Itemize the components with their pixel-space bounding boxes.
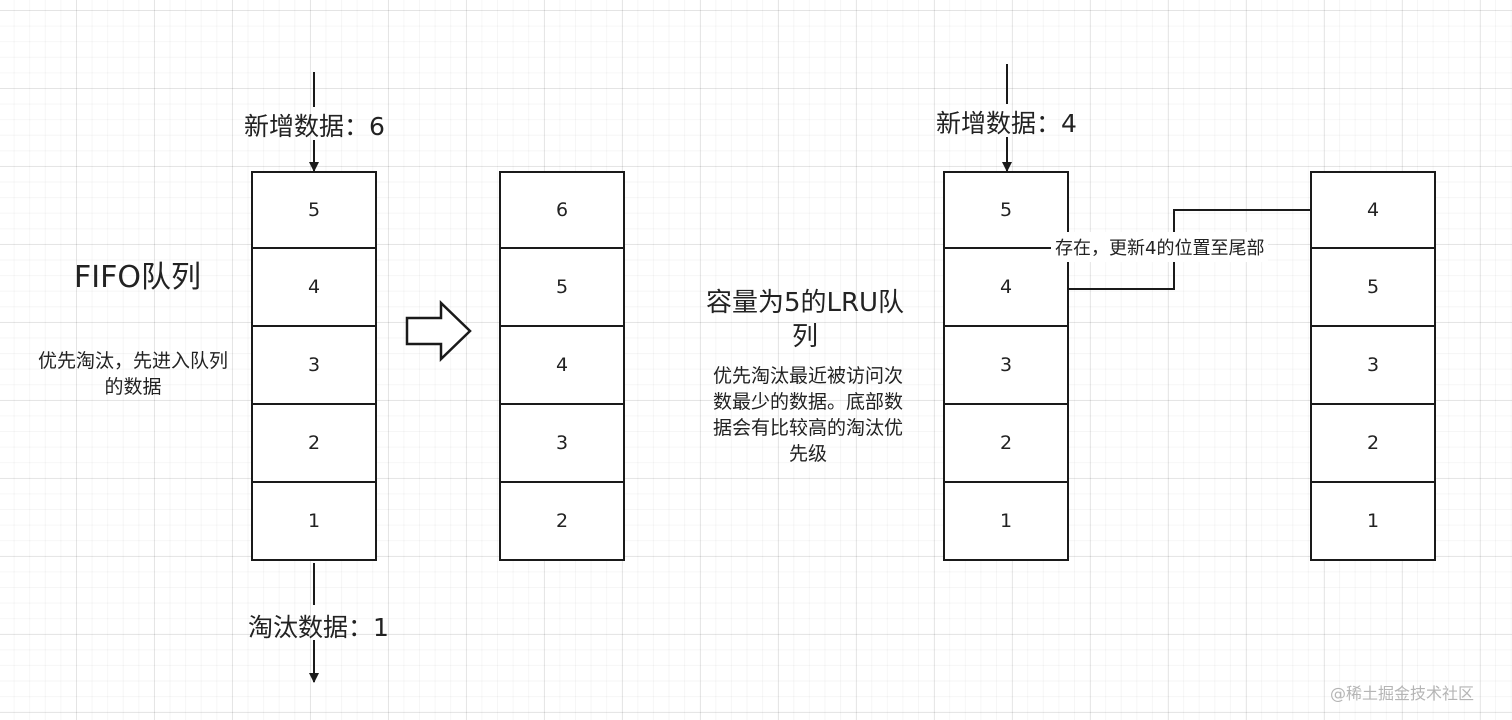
fifo-after-stack: 6 5 4 3 2	[499, 171, 625, 561]
stack-cell: 4	[1310, 171, 1436, 249]
stack-cell: 4	[251, 249, 377, 327]
stack-cell: 6	[499, 171, 625, 249]
lru-update-note: 存在，更新4的位置至尾部	[1051, 232, 1269, 262]
fifo-new-data-label: 新增数据：6	[244, 112, 385, 141]
fifo-evicted-label: 淘汰数据：1	[248, 613, 389, 642]
stack-cell: 3	[251, 327, 377, 405]
stack-cell: 1	[1310, 483, 1436, 561]
lru-description: 优先淘汰最近被访问次数最少的数据。底部数据会有比较高的淘汰优先级	[712, 365, 903, 465]
stack-cell: 2	[251, 405, 377, 483]
lru-title: 容量为5的LRU队列	[705, 288, 905, 352]
lru-before-stack: 5 4 3 2 1	[943, 171, 1069, 561]
transition-arrow-icon	[405, 300, 472, 362]
fifo-description: 优先淘汰，先进入队列的数据	[38, 350, 229, 398]
watermark: @稀土掘金技术社区	[1330, 684, 1475, 703]
fifo-title: FIFO队列	[74, 260, 201, 295]
stack-cell: 3	[943, 327, 1069, 405]
stack-cell: 2	[1310, 405, 1436, 483]
stack-cell: 5	[251, 171, 377, 249]
stack-cell: 3	[499, 405, 625, 483]
stack-cell: 5	[943, 171, 1069, 249]
fifo-before-stack: 5 4 3 2 1	[251, 171, 377, 561]
stack-cell: 2	[943, 405, 1069, 483]
stack-cell: 3	[1310, 327, 1436, 405]
stack-cell: 5	[1310, 249, 1436, 327]
stack-cell: 1	[943, 483, 1069, 561]
stack-cell: 5	[499, 249, 625, 327]
lru-after-stack: 4 5 3 2 1	[1310, 171, 1436, 561]
stack-cell: 4	[943, 249, 1069, 327]
lru-new-data-label: 新增数据：4	[936, 109, 1077, 138]
stack-cell: 4	[499, 327, 625, 405]
stack-cell: 2	[499, 483, 625, 561]
stack-cell: 1	[251, 483, 377, 561]
